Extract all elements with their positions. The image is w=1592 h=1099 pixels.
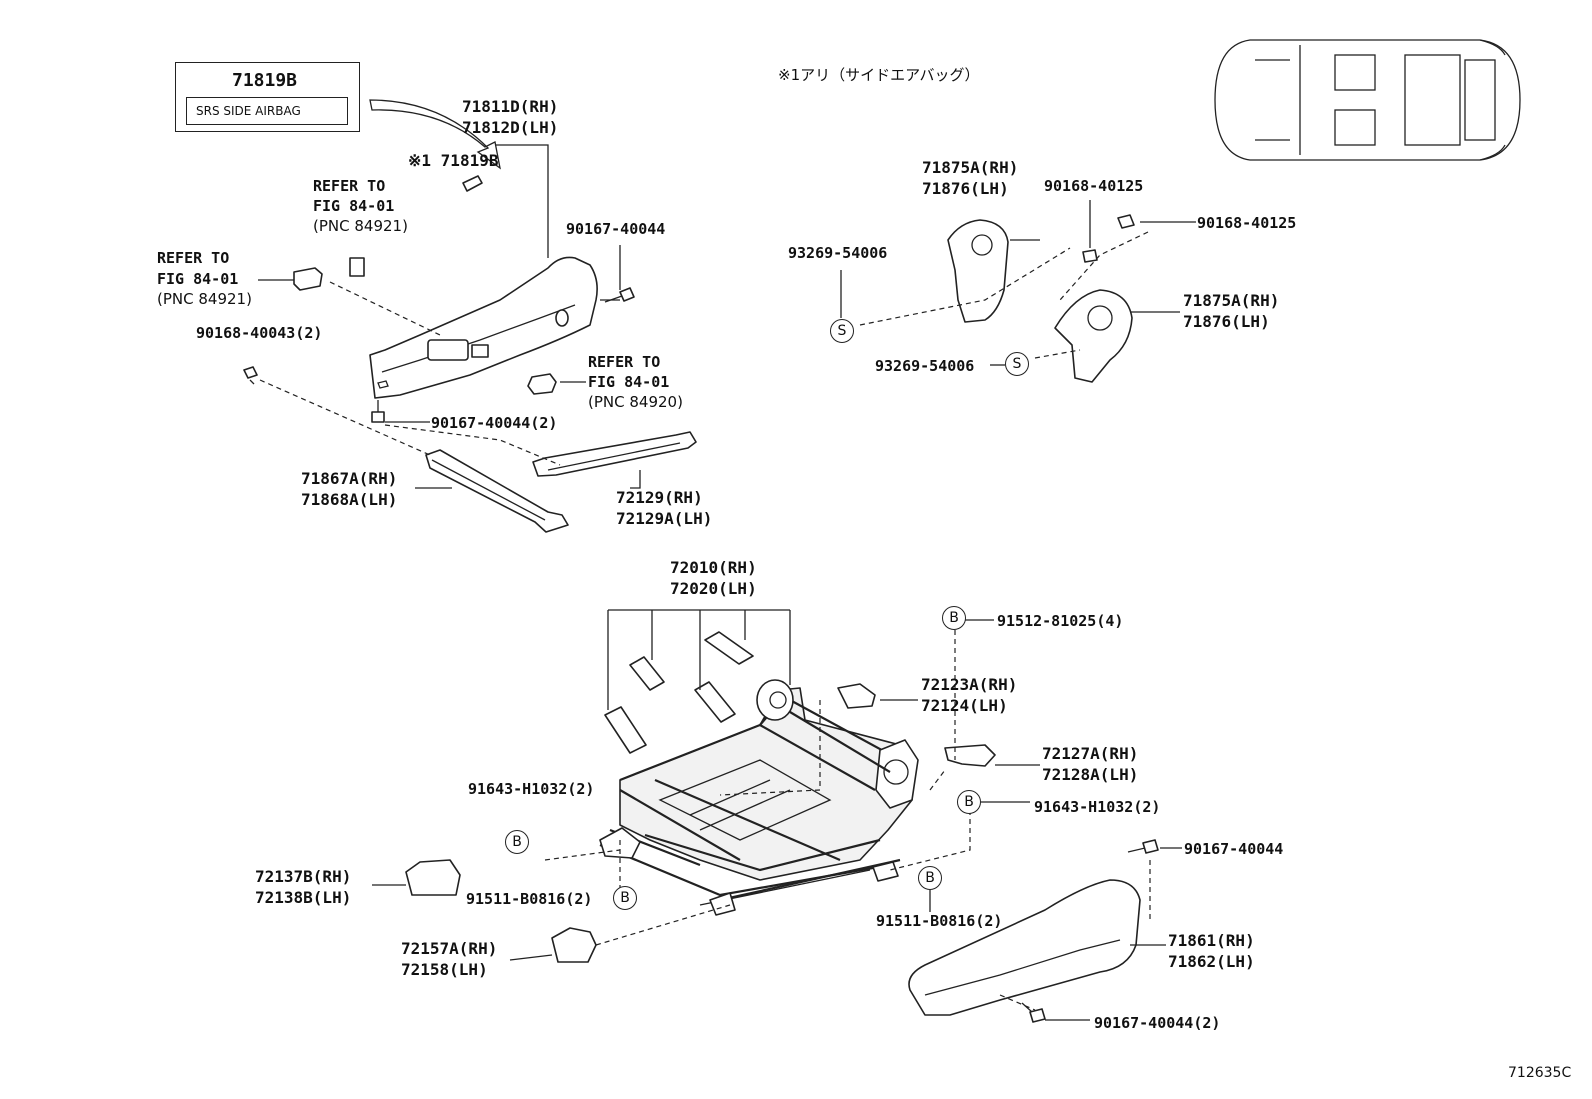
callout-71876-a: 71876(LH) <box>922 179 1009 198</box>
callout-72137B: 72137B(RH) <box>255 867 352 886</box>
marker-b-4: B <box>918 866 942 890</box>
label-plate <box>175 62 360 132</box>
callout-93269-54006-b: 93269-54006 <box>875 357 975 375</box>
callout-71868A: 71868A(LH) <box>301 490 398 509</box>
refer-1-b: FIG 84-01 <box>313 197 395 215</box>
refer-2-b: FIG 84-01 <box>157 270 239 288</box>
label-plate-part: 71819B <box>232 70 298 91</box>
callout-93269-54006-a: 93269-54006 <box>788 244 888 262</box>
callout-72129A: 72129A(LH) <box>616 509 713 528</box>
callout-71876-b: 71876(LH) <box>1183 312 1270 331</box>
callout-91511-B0816-b: 91511-B0816(2) <box>876 912 1003 930</box>
callout-72128A: 72128A(LH) <box>1042 765 1139 784</box>
callout-71862: 71862(LH) <box>1168 952 1255 971</box>
marker-b-1: B <box>942 606 966 630</box>
label-plate-text: SRS SIDE AIRBAG <box>196 104 301 118</box>
callout-72123A: 72123A(RH) <box>921 675 1018 694</box>
callout-90167-40044-a: 90167-40044 <box>566 220 666 238</box>
callout-72127A: 72127A(RH) <box>1042 744 1139 763</box>
callout-71867A: 71867A(RH) <box>301 469 398 488</box>
callout-71811D: 71811D(RH) <box>462 97 559 116</box>
refer-3-c: (PNC 84920) <box>588 393 683 411</box>
callout-71812D: 71812D(LH) <box>462 118 559 137</box>
marker-b-5: B <box>613 886 637 910</box>
callout-90167-40044-d: 90167-40044(2) <box>1094 1014 1221 1032</box>
note-text: ※1アリ（サイドエアバッグ） <box>778 66 980 84</box>
callout-91511-B0816-a: 91511-B0816(2) <box>466 890 593 908</box>
callout-71819B-star: ※1 71819B <box>408 151 499 170</box>
refer-1-a: REFER TO <box>313 177 386 195</box>
callout-72158: 72158(LH) <box>401 960 488 979</box>
marker-b-2: B <box>957 790 981 814</box>
callout-91643-H1032-b: 91643-H1032(2) <box>1034 798 1161 816</box>
refer-2-c: (PNC 84921) <box>157 290 252 308</box>
label-plate-inner <box>186 97 348 125</box>
callout-90167-40044-c: 90167-40044 <box>1184 840 1284 858</box>
callout-72020: 72020(LH) <box>670 579 757 598</box>
refer-3-b: FIG 84-01 <box>588 373 670 391</box>
refer-3-a: REFER TO <box>588 353 661 371</box>
callout-72124: 72124(LH) <box>921 696 1008 715</box>
callout-90168-40125-b: 90168-40125 <box>1197 214 1297 232</box>
callout-71861: 71861(RH) <box>1168 931 1255 950</box>
callout-90168-40043: 90168-40043(2) <box>196 324 323 342</box>
vehicle-locator-icon <box>1214 39 1521 161</box>
diagram-code: 712635C <box>1508 1065 1572 1081</box>
callout-72138B: 72138B(LH) <box>255 888 352 907</box>
marker-s-2: S <box>1005 352 1029 376</box>
callout-71875A-a: 71875A(RH) <box>922 158 1019 177</box>
refer-2-a: REFER TO <box>157 249 230 267</box>
callout-72010: 72010(RH) <box>670 558 757 577</box>
callout-90167-40044-b: 90167-40044(2) <box>431 414 558 432</box>
callout-91512-81025: 91512-81025(4) <box>997 612 1124 630</box>
callout-91643-H1032-a: 91643-H1032(2) <box>468 780 595 798</box>
refer-1-c: (PNC 84921) <box>313 217 408 235</box>
callout-72157A: 72157A(RH) <box>401 939 498 958</box>
marker-b-3: B <box>505 830 529 854</box>
callout-72129: 72129(RH) <box>616 488 703 507</box>
marker-s-1: S <box>830 319 854 343</box>
callout-90168-40125-a: 90168-40125 <box>1044 177 1144 195</box>
callout-71875A-b: 71875A(RH) <box>1183 291 1280 310</box>
